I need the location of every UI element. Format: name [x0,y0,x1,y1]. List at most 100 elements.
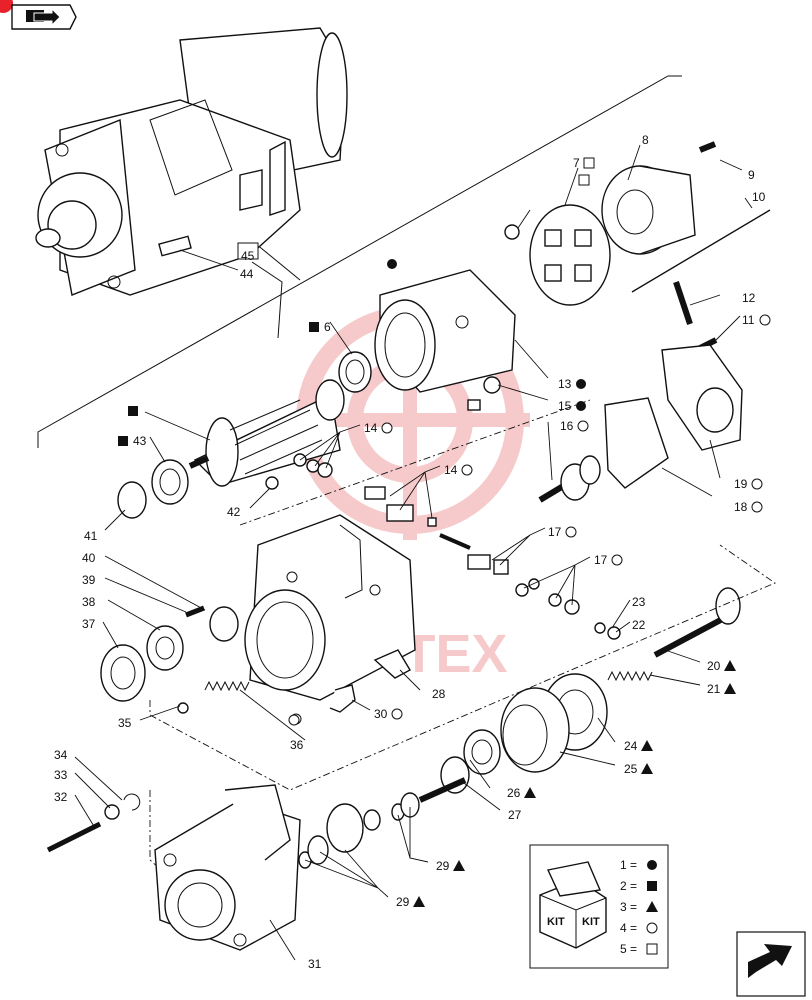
drive-end-housing-31 [154,784,301,951]
callout-26: 26 [507,786,536,800]
washer-33 [104,804,120,820]
callout-number: 37 [82,617,96,631]
triangle-symbol [646,901,658,912]
callout-21: 21 [707,682,736,696]
callout-number: 8 [642,133,649,147]
pin-12 [673,281,693,325]
callout-37: 37 [82,617,96,631]
back-nav-button[interactable] [0,0,77,30]
callout-number: 9 [748,168,755,182]
pinion-parts-29a [298,803,381,869]
callout-31: 31 [308,957,322,971]
callout-28: 28 [432,687,446,701]
yoke-13 [374,269,516,393]
callout-number: 33 [54,768,68,782]
dot-symbol [387,259,397,269]
bolt-32 [46,821,102,853]
callout-number: 34 [54,748,68,762]
callout-number: 23 [632,595,646,609]
callout-number: 24 [624,739,638,753]
legend-row: 4 = [620,921,658,935]
brush-holders-14b [364,486,437,527]
callout-45-box [237,242,259,260]
callout-number: 29 [436,859,450,873]
next-nav-button[interactable] [736,931,806,997]
callout-27: 27 [508,808,522,822]
terminal-15 [467,376,501,411]
circle-symbol [751,478,763,490]
plunger-16 [538,455,601,503]
clip-30 [329,684,356,713]
washer-23 [594,622,606,634]
callout-14: 14 [364,421,393,435]
callout-17: 17 [594,553,623,567]
callout-30: 30 [374,707,403,721]
square-symbol [128,406,138,416]
square-symbol [309,322,319,332]
nut-22 [607,626,621,640]
circle-symbol [646,922,658,934]
triangle-symbol [724,683,736,694]
circle-symbol [381,422,393,434]
next-arrow-icon [748,944,792,978]
brush-holders-17a [439,533,509,575]
pin-39 [185,605,205,618]
armature [188,379,345,487]
square-symbol [118,436,128,446]
callout-number: 43 [133,434,147,448]
dot-symbol [576,379,586,389]
dash-boundary [149,399,776,879]
square-open-symbol [578,174,590,186]
brush-plate-7 [504,204,611,306]
legend-text: 3 = [620,900,637,914]
callout-number: 38 [82,595,96,609]
callout-number: 15 [558,399,572,413]
callout-9: 9 [748,168,755,182]
book-arrow-icon [26,7,61,27]
triangle-symbol [413,896,425,907]
kit-legend: KIT KIT 1 =2 =3 =4 =5 = [529,844,669,969]
callout-number: 21 [707,682,721,696]
spring-36 [204,680,250,692]
bearing-6 [338,351,372,393]
callout-11: 11 [742,313,771,327]
callout-15: 15 [558,399,586,413]
callout-33: 33 [54,768,68,782]
triangle-symbol [453,860,465,871]
callout-number: 14 [444,463,458,477]
callout-23: 23 [632,595,646,609]
legend-row: 2 = [620,879,657,893]
callout-43: 43 [118,434,147,448]
washer-41 [117,481,147,519]
legend-rows: 1 = 2 = 3 = 4 = 5 = [620,858,658,956]
drive-end-frame-center [244,514,416,701]
cover-19 [661,344,743,451]
callout-32: 32 [54,790,68,804]
kit-label-right: KIT [582,916,600,928]
callout-number: 39 [82,573,96,587]
callout-number: 42 [227,505,241,519]
callout-number: 16 [560,419,574,433]
callout-8: 8 [642,133,649,147]
legend-row: 1 = [620,858,657,872]
callout-13: 13 [558,377,586,391]
square-open-symbol [583,157,595,169]
triangle-symbol [641,740,653,751]
legend-row: 3 = [620,900,658,914]
callout-10: 10 [752,190,766,204]
circle-symbol [461,464,473,476]
callout-number: 18 [734,500,748,514]
callout-12: 12 [742,291,756,305]
callout-number: 25 [624,762,638,776]
callout-number: 17 [548,525,562,539]
legend-row: 5 = [620,942,658,956]
tie-rod-10 [631,209,771,293]
callout-number: 31 [308,957,322,971]
callout-number: 35 [118,716,132,730]
washer-40 [209,606,239,642]
callout-34: 34 [54,748,68,762]
circle-symbol [611,554,623,566]
washer-42 [265,476,279,490]
